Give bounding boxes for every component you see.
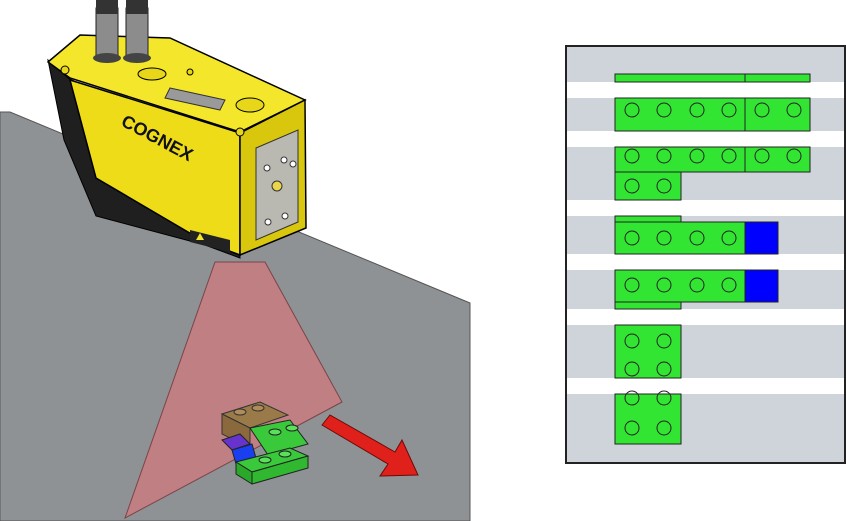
camera: COGNEX — [46, 0, 307, 259]
warning-triangle-icon — [196, 233, 204, 240]
laser-fan — [124, 261, 343, 520]
brick-segment — [614, 215, 682, 223]
scan-view — [565, 45, 846, 464]
knob-icon — [235, 97, 265, 113]
stud-icons — [624, 102, 802, 436]
blue-block — [744, 221, 779, 255]
lens-icon — [271, 180, 283, 192]
brick-segment — [614, 171, 682, 201]
brick-segment — [614, 301, 682, 310]
brick-segment — [614, 393, 682, 445]
brick-segment — [614, 221, 746, 255]
knob-icon — [137, 67, 167, 81]
name-plate — [164, 87, 226, 111]
scan-bricks — [614, 73, 811, 445]
scan-stripes — [567, 82, 844, 394]
brick-segment — [614, 146, 811, 173]
blue-block — [744, 269, 779, 303]
motion-arrow-icon — [321, 414, 419, 477]
brick-segment — [614, 97, 811, 132]
brick-segment — [614, 324, 682, 379]
connector-icon — [93, 0, 151, 63]
brick-stack — [220, 401, 310, 485]
brick-segment — [614, 73, 811, 83]
brick-segment — [614, 269, 746, 303]
